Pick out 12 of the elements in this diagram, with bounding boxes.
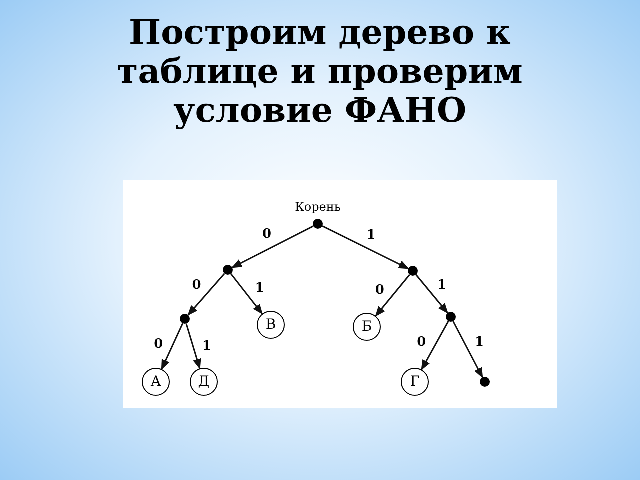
arrow (421, 321, 450, 371)
arrow (188, 273, 226, 316)
arrow (186, 324, 202, 370)
arrow (416, 274, 448, 314)
arrow (375, 274, 410, 317)
arrow (322, 226, 410, 270)
arrow (232, 226, 314, 268)
arrow (452, 321, 484, 378)
arrow (161, 323, 184, 370)
slide-title: Построим дерево к таблице и проверим условие ФАНО (116, 14, 524, 131)
arrow (230, 273, 264, 315)
node-caption: Корень (295, 200, 341, 214)
